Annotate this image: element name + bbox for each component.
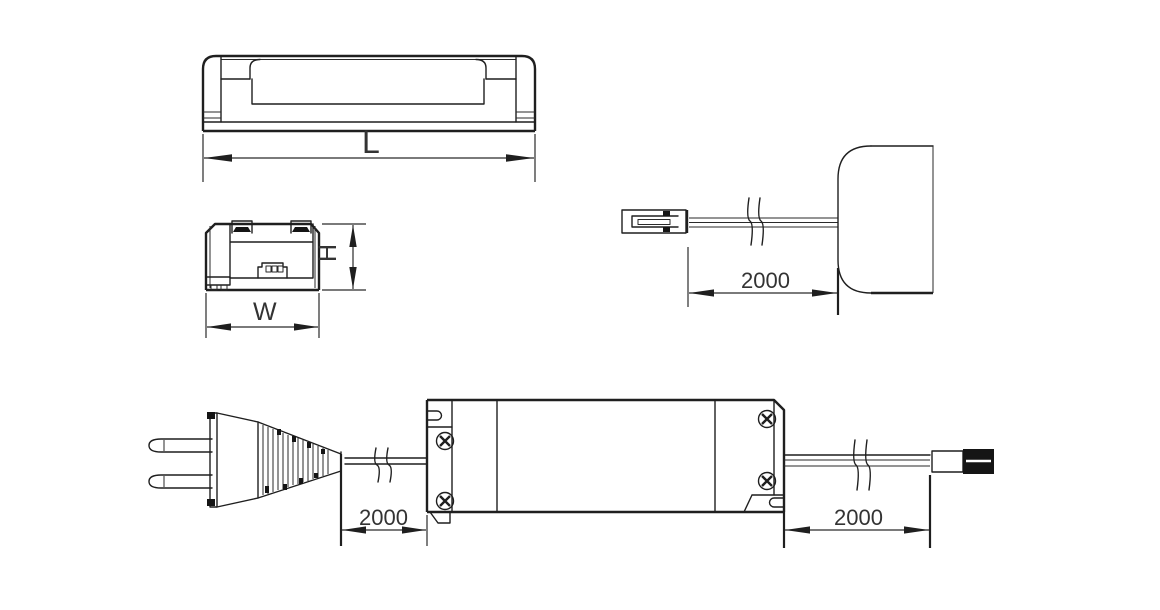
- end-cap-seams: [220, 56, 517, 123]
- terminal-block: [257, 262, 288, 279]
- end-outline: [204, 222, 321, 290]
- clip-outline: [231, 220, 253, 234]
- connector-latch: [637, 219, 671, 225]
- extension-lines: [205, 293, 320, 338]
- mounting-clip-icon: [231, 220, 253, 234]
- arrow-left-icon: [785, 526, 810, 534]
- extension-lines: [322, 223, 366, 291]
- mounting-clip-icon: [290, 220, 312, 234]
- connector-slot: [631, 215, 679, 228]
- plug-face: [209, 412, 218, 508]
- rib-marks: [265, 429, 325, 493]
- arrow-left-icon: [689, 289, 714, 297]
- cable-break-icon: [853, 439, 871, 491]
- clip-fill: [233, 227, 251, 232]
- arrow-left-icon: [342, 526, 366, 534]
- box-outline: [425, 398, 786, 514]
- arrow-down-icon: [349, 267, 357, 289]
- strain-relief: [257, 421, 342, 499]
- extension-lines: [202, 134, 536, 182]
- screw-cross: [439, 435, 451, 447]
- plug-face-mark-top: [207, 412, 215, 419]
- plug-body: [216, 412, 259, 508]
- cable-break-icon: [374, 447, 392, 483]
- height-label: H: [314, 244, 342, 262]
- foot-outline: [205, 276, 231, 286]
- length-label: L: [362, 124, 380, 160]
- plug-face-mark-bottom: [207, 499, 215, 506]
- mounting-slot-icon: [426, 410, 443, 421]
- height-dimension: H: [314, 223, 366, 291]
- input-cable-dimension: 2000: [339, 454, 428, 546]
- assembly-view: 2000 2000: [148, 398, 994, 548]
- output-cable-detail-view: 2000: [621, 145, 934, 315]
- output-connector: [621, 209, 689, 234]
- screw-cross: [761, 475, 773, 487]
- arrow-right-icon: [904, 526, 929, 534]
- eu-plug: [148, 412, 342, 508]
- mounting-slot-icon: [768, 497, 785, 508]
- cable-length-dimension: 2000: [687, 247, 840, 315]
- right-ear-line: [743, 494, 785, 513]
- connector-key-bottom: [663, 227, 670, 232]
- arrow-right-icon: [294, 323, 318, 331]
- screw-cross: [761, 413, 773, 425]
- latch-lines: [203, 111, 535, 119]
- cable-break-icon: [747, 197, 764, 246]
- end-cap-seams: [451, 399, 716, 513]
- connector-body: [931, 450, 964, 473]
- lid-seam: [229, 223, 314, 279]
- clip-outline: [290, 220, 312, 234]
- driver-box: [425, 398, 786, 524]
- arrow-right-icon: [402, 526, 426, 534]
- screw-head: [435, 431, 455, 451]
- screw-icon: [435, 491, 455, 511]
- clip-fill: [292, 227, 310, 232]
- housing-outline: [201, 54, 537, 131]
- output-connector: [931, 449, 994, 474]
- plug-pin-top: [148, 438, 213, 453]
- output-cable-dimension: 2000: [782, 475, 932, 548]
- lid-recess: [251, 78, 485, 105]
- taper-outline: [257, 421, 342, 499]
- arrow-up-icon: [349, 225, 357, 247]
- connector-key-top: [663, 211, 670, 216]
- terminal-outline: [257, 262, 288, 279]
- rounded-left-edge: [837, 145, 872, 294]
- end-view: H W: [204, 220, 366, 338]
- screw-head: [757, 409, 777, 429]
- driver-body-partial: [837, 145, 934, 295]
- screw-cross: [439, 495, 451, 507]
- screw-icon: [757, 409, 777, 429]
- arrow-right-icon: [812, 289, 837, 297]
- arrow-left-icon: [204, 154, 232, 162]
- screw-head: [757, 471, 777, 491]
- screw-icon: [757, 471, 777, 491]
- width-dimension: W: [205, 293, 320, 338]
- foot-pads: [210, 285, 228, 291]
- screw-icon: [435, 431, 455, 451]
- width-label: W: [253, 298, 277, 326]
- arrow-right-icon: [506, 154, 534, 162]
- output-cable-length-label: 2000: [834, 505, 883, 530]
- cable-length-label: 2000: [741, 268, 790, 293]
- input-cable-length-label: 2000: [359, 505, 408, 530]
- arrow-left-icon: [207, 323, 231, 331]
- terminal-pins: [265, 265, 284, 273]
- input-cable: [344, 457, 428, 465]
- foot-tab: [205, 276, 231, 291]
- plug-pin-bottom: [148, 474, 213, 489]
- length-dimension: L: [202, 124, 536, 182]
- side-view: L: [201, 54, 537, 182]
- ribs: [262, 425, 329, 495]
- bottom-left-tab: [429, 511, 451, 524]
- lid-steps: [249, 58, 487, 80]
- screw-head: [435, 491, 455, 511]
